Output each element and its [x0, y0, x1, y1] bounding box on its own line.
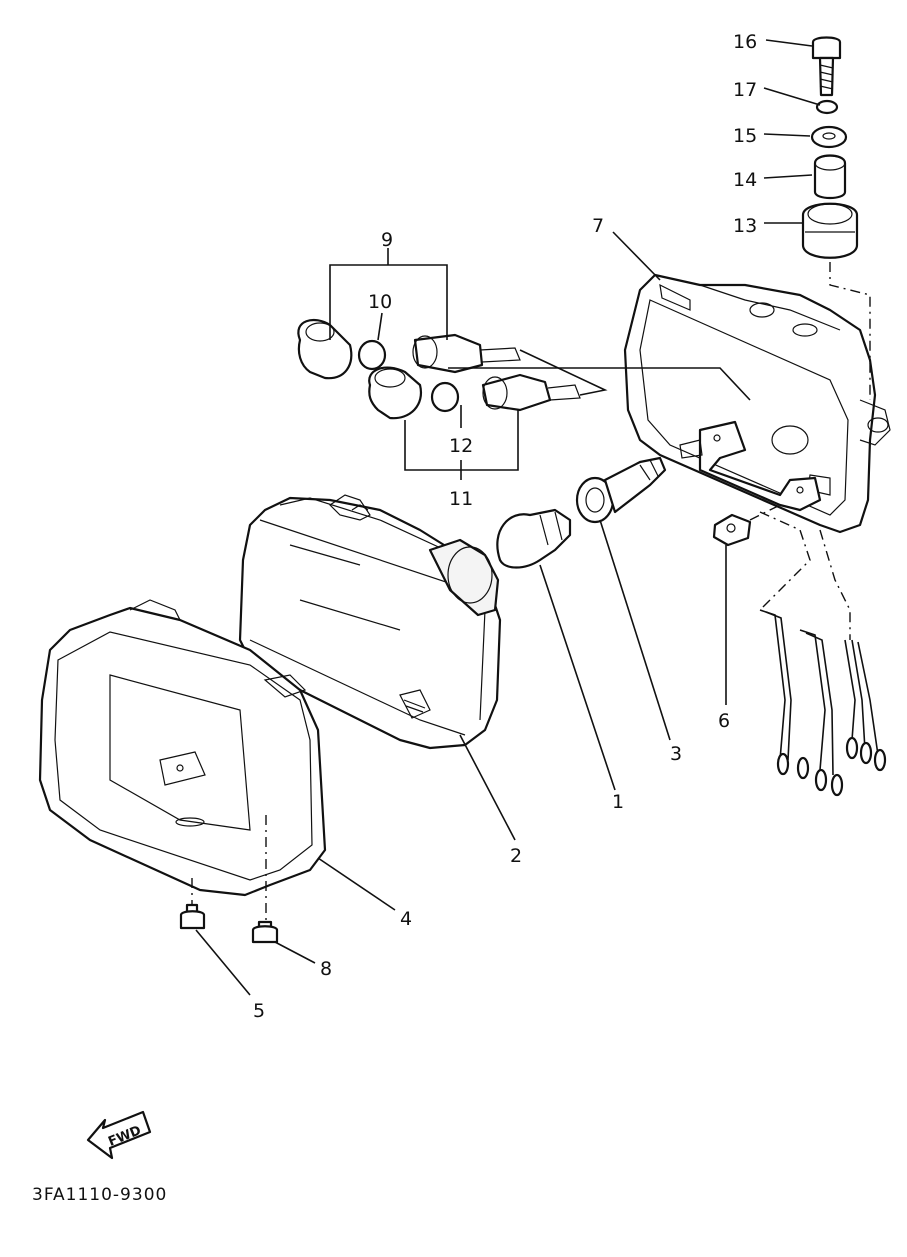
callout-7: 7 — [592, 215, 604, 237]
callout-6: 6 — [718, 710, 730, 732]
mounting-hardware — [801, 36, 859, 259]
callout-14: 14 — [733, 169, 757, 191]
bulb-socket — [575, 456, 667, 524]
leader-lines — [195, 39, 821, 996]
mount-axis-line — [829, 262, 871, 400]
callout-3: 3 — [670, 743, 682, 765]
callout-17: 17 — [733, 79, 757, 101]
wire-leader — [519, 349, 608, 396]
headlight-lens-unit — [238, 494, 502, 750]
wire-harness — [759, 511, 887, 797]
callout-1: 1 — [612, 791, 624, 813]
callout-4: 4 — [400, 908, 412, 930]
headlight-bulb — [496, 508, 572, 569]
callout-16: 16 — [733, 31, 757, 53]
forward-direction-arrow: FWD — [86, 1110, 152, 1160]
callout-2: 2 — [510, 845, 522, 867]
callout-10: 10 — [368, 291, 392, 313]
callout-12: 12 — [449, 435, 473, 457]
position-lamp-sockets — [297, 318, 581, 420]
callout-11: 11 — [449, 488, 473, 510]
callout-8: 8 — [320, 958, 332, 980]
clip-axis — [749, 504, 781, 521]
callout-9: 9 — [381, 229, 393, 251]
rim-screws — [179, 903, 279, 944]
part-code: 3FA1110-9300 — [32, 1185, 167, 1205]
wire-leader-2 — [448, 367, 751, 401]
nut-clip — [712, 513, 752, 547]
housing-bracket — [679, 420, 822, 512]
callout-labels: 1 2 3 4 5 6 7 8 9 10 11 12 13 14 15 16 1… — [253, 31, 757, 1022]
callout-5: 5 — [253, 1000, 265, 1022]
callout-13: 13 — [733, 215, 757, 237]
headlight-rim — [38, 599, 327, 897]
callout-15: 15 — [733, 125, 757, 147]
